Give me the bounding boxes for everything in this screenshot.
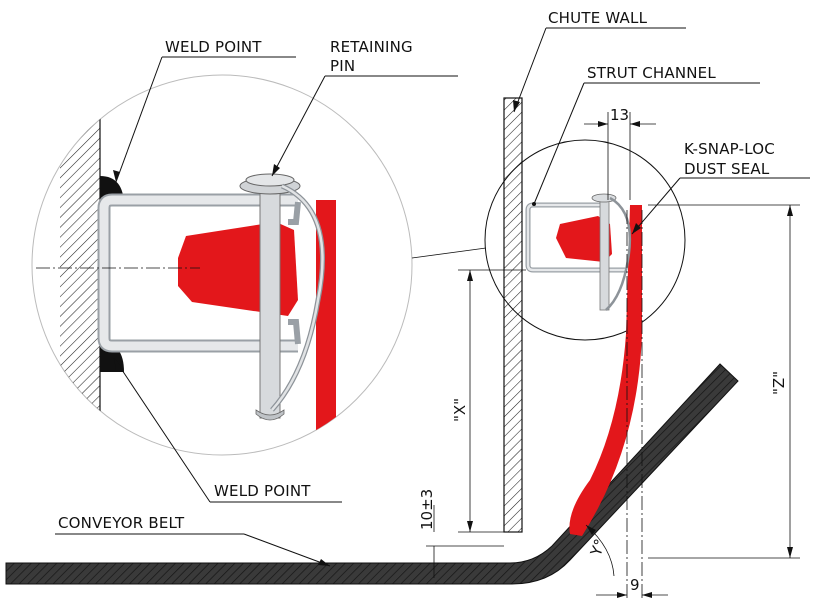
label-strut-channel: STRUT CHANNEL [532,64,760,206]
label-retaining-pin: RETAINING PIN [271,38,458,177]
retaining-pin [591,193,632,311]
svg-text:WELD POINT: WELD POINT [165,38,262,56]
dim-x: "X" [451,269,526,533]
dim-x-text: "X" [451,398,469,422]
retaining-pin-detail [239,173,325,421]
svg-text:DUST SEAL: DUST SEAL [684,160,770,178]
svg-text:K-SNAP-LOC: K-SNAP-LOC [684,140,775,158]
svg-text:CONVEYOR BELT: CONVEYOR BELT [58,514,185,532]
svg-text:STRUT CHANNEL: STRUT CHANNEL [587,64,716,82]
wall-section-detail [60,75,100,455]
label-chute-wall: CHUTE WALL [513,9,686,113]
strut-channel-detail [97,193,301,353]
dim-gap-text: 10±3 [418,489,436,530]
dust-seal-skirt [569,205,642,536]
label-weld-point-top: WELD POINT [113,38,296,183]
dim-angle: Y° [585,524,615,577]
svg-text:PIN: PIN [330,57,355,75]
label-dust-seal: K-SNAP-LOC DUST SEAL [631,140,810,235]
svg-text:RETAINING: RETAINING [330,38,413,56]
dim-13-text: 13 [610,106,629,124]
detail-callout-circle [484,139,686,341]
svg-text:WELD POINT: WELD POINT [214,482,311,500]
conveyor-belt [5,363,739,585]
dim-offset-bottom: 9 [596,210,668,598]
dim-9-text: 9 [630,576,640,594]
dim-z: "Z" [648,204,800,559]
label-weld-point-bottom: WELD POINT [113,357,342,503]
dim-gap: 10±3 [418,489,504,578]
angle-text: Y° [587,537,610,560]
seal-bulb [556,216,612,262]
svg-text:CHUTE WALL: CHUTE WALL [548,9,648,27]
strut-channel [525,202,626,273]
label-conveyor-belt: CONVEYOR BELT [55,514,331,567]
dim-offset-top: 13 [584,106,656,200]
dim-z-text: "Z" [770,371,788,395]
detail-magnified-view [31,74,413,456]
chute-wall [503,97,523,533]
